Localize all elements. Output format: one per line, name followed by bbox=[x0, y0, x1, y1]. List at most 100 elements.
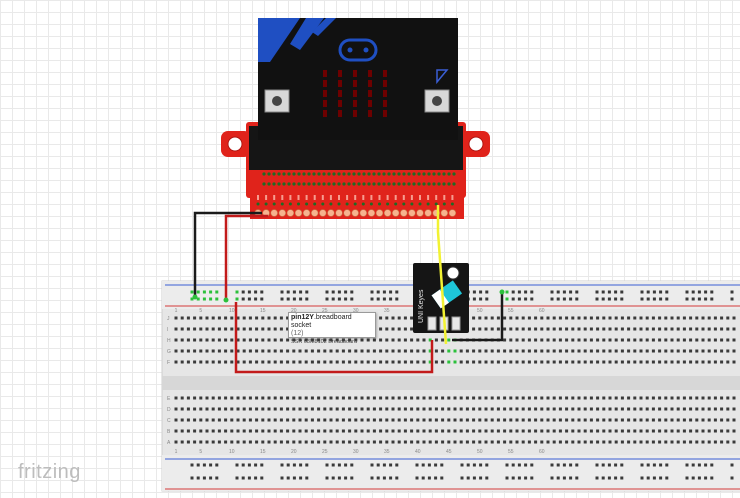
terminal-hole[interactable] bbox=[478, 407, 482, 411]
terminal-hole[interactable] bbox=[571, 360, 575, 364]
terminal-hole[interactable] bbox=[713, 396, 717, 400]
rail-hole[interactable] bbox=[524, 476, 528, 480]
terminal-hole[interactable] bbox=[596, 349, 600, 353]
rail-hole[interactable] bbox=[260, 297, 264, 301]
terminal-hole[interactable] bbox=[571, 440, 575, 444]
rail-hole[interactable] bbox=[215, 290, 219, 294]
terminal-hole[interactable] bbox=[676, 349, 680, 353]
terminal-hole[interactable] bbox=[180, 338, 184, 342]
terminal-hole[interactable] bbox=[199, 338, 203, 342]
terminal-hole[interactable] bbox=[385, 360, 389, 364]
terminal-hole[interactable] bbox=[354, 360, 358, 364]
terminal-hole[interactable] bbox=[503, 327, 507, 331]
terminal-hole[interactable] bbox=[261, 338, 265, 342]
terminal-hole[interactable] bbox=[217, 429, 221, 433]
terminal-hole[interactable] bbox=[267, 360, 271, 364]
rail-hole[interactable] bbox=[710, 297, 714, 301]
terminal-hole[interactable] bbox=[496, 396, 500, 400]
header-pins[interactable] bbox=[254, 209, 457, 217]
terminal-hole[interactable] bbox=[620, 349, 624, 353]
rail-hole[interactable] bbox=[704, 463, 708, 467]
terminal-hole[interactable] bbox=[689, 396, 693, 400]
terminal-hole[interactable] bbox=[670, 360, 674, 364]
rail-hole[interactable] bbox=[659, 290, 663, 294]
terminal-hole[interactable] bbox=[385, 349, 389, 353]
terminal-hole[interactable] bbox=[676, 316, 680, 320]
rail-hole[interactable] bbox=[652, 297, 656, 301]
terminal-hole[interactable] bbox=[571, 418, 575, 422]
terminal-hole[interactable] bbox=[552, 338, 556, 342]
terminal-hole[interactable] bbox=[620, 316, 624, 320]
terminal-hole[interactable] bbox=[348, 418, 352, 422]
terminal-hole[interactable] bbox=[348, 440, 352, 444]
terminal-hole[interactable] bbox=[416, 429, 420, 433]
rail-hole[interactable] bbox=[472, 476, 476, 480]
header-pin[interactable] bbox=[416, 209, 424, 217]
rail-hole[interactable] bbox=[704, 297, 708, 301]
terminal-hole[interactable] bbox=[397, 327, 401, 331]
terminal-hole[interactable] bbox=[304, 349, 308, 353]
rail-hole[interactable] bbox=[202, 463, 206, 467]
terminal-hole[interactable] bbox=[701, 407, 705, 411]
terminal-hole[interactable] bbox=[193, 338, 197, 342]
rail-hole[interactable] bbox=[337, 463, 341, 467]
terminal-hole[interactable] bbox=[447, 418, 451, 422]
terminal-hole[interactable] bbox=[397, 338, 401, 342]
terminal-hole[interactable] bbox=[360, 360, 364, 364]
terminal-hole[interactable] bbox=[360, 429, 364, 433]
terminal-hole[interactable] bbox=[286, 360, 290, 364]
terminal-hole[interactable] bbox=[459, 349, 463, 353]
terminal-hole[interactable] bbox=[335, 396, 339, 400]
terminal-hole[interactable] bbox=[242, 349, 246, 353]
rail-hole[interactable] bbox=[215, 463, 219, 467]
terminal-hole[interactable] bbox=[211, 360, 215, 364]
rail-hole[interactable] bbox=[530, 463, 534, 467]
rail-hole[interactable] bbox=[601, 463, 605, 467]
terminal-hole[interactable] bbox=[286, 338, 290, 342]
terminal-hole[interactable] bbox=[366, 338, 370, 342]
rail-hole[interactable] bbox=[665, 463, 669, 467]
terminal-hole[interactable] bbox=[186, 429, 190, 433]
terminal-hole[interactable] bbox=[193, 327, 197, 331]
terminal-hole[interactable] bbox=[534, 360, 538, 364]
terminal-hole[interactable] bbox=[372, 418, 376, 422]
terminal-hole[interactable] bbox=[583, 349, 587, 353]
rail-hole[interactable] bbox=[190, 476, 194, 480]
terminal-hole[interactable] bbox=[205, 360, 209, 364]
terminal-hole[interactable] bbox=[186, 418, 190, 422]
terminal-hole[interactable] bbox=[236, 327, 240, 331]
terminal-hole[interactable] bbox=[304, 429, 308, 433]
terminal-hole[interactable] bbox=[335, 429, 339, 433]
terminal-hole[interactable] bbox=[261, 327, 265, 331]
terminal-hole[interactable] bbox=[490, 327, 494, 331]
terminal-hole[interactable] bbox=[546, 429, 550, 433]
rail-hole[interactable] bbox=[517, 297, 521, 301]
terminal-hole[interactable] bbox=[608, 349, 612, 353]
terminal-hole[interactable] bbox=[298, 440, 302, 444]
rail-hole[interactable] bbox=[235, 297, 239, 301]
terminal-hole[interactable] bbox=[273, 349, 277, 353]
terminal-hole[interactable] bbox=[267, 429, 271, 433]
terminal-hole[interactable] bbox=[255, 407, 259, 411]
terminal-hole[interactable] bbox=[410, 429, 414, 433]
tilt-sensor-module[interactable]: UNI Keyes bbox=[413, 263, 469, 333]
rail-hole[interactable] bbox=[395, 463, 399, 467]
terminal-hole[interactable] bbox=[583, 418, 587, 422]
terminal-hole[interactable] bbox=[645, 349, 649, 353]
terminal-hole[interactable] bbox=[310, 360, 314, 364]
terminal-hole[interactable] bbox=[596, 440, 600, 444]
terminal-hole[interactable] bbox=[682, 338, 686, 342]
terminal-hole[interactable] bbox=[236, 360, 240, 364]
terminal-hole[interactable] bbox=[639, 440, 643, 444]
terminal-hole[interactable] bbox=[664, 407, 668, 411]
terminal-hole[interactable] bbox=[410, 327, 414, 331]
wire-endpoint-gnd-left[interactable] bbox=[192, 294, 198, 300]
terminal-hole[interactable] bbox=[639, 429, 643, 433]
terminal-hole[interactable] bbox=[602, 396, 606, 400]
terminal-hole[interactable] bbox=[583, 429, 587, 433]
terminal-hole[interactable] bbox=[552, 440, 556, 444]
rail-hole[interactable] bbox=[665, 290, 669, 294]
terminal-hole[interactable] bbox=[670, 407, 674, 411]
terminal-hole[interactable] bbox=[292, 407, 296, 411]
terminal-hole[interactable] bbox=[236, 396, 240, 400]
